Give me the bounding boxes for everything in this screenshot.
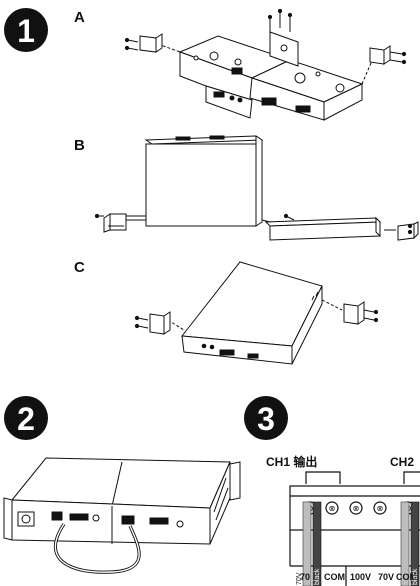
step-badge-3: 3 [244,396,288,440]
wire-label-70v: 70V [296,572,303,585]
terminal-label-1: 70 [300,572,310,582]
wire-label-black-2: black [412,568,419,585]
step-number-3: 3 [257,401,275,437]
ch1-output-label: CH1 输出 [266,454,317,469]
wire-label-black-1: black [314,568,321,585]
terminal-label-5: COM [396,572,417,582]
rack-unit-pair [3,457,241,574]
terminal-label-2: COM [324,572,345,582]
section-label-b: B [74,137,85,154]
step-badge-2: 2 [4,396,48,440]
unit-assembly-b [94,135,419,241]
svg-text:⊗: ⊗ [353,504,360,513]
terminal-label-4: 70V [378,572,394,582]
step-number-1: 1 [17,13,35,49]
terminal-label-3: 100V [350,572,371,582]
unit-assembly-a [124,8,407,121]
wires [302,501,420,586]
ch2-output-label: CH2 [390,455,414,469]
step-number-2: 2 [17,401,35,437]
section-label-a: A [74,9,85,26]
svg-text:⊗: ⊗ [377,504,384,513]
unit-assembly-c [134,261,379,365]
svg-text:⊗: ⊗ [329,504,336,513]
section-label-c: C [74,259,85,276]
step-badge-1: 1 [4,8,48,52]
